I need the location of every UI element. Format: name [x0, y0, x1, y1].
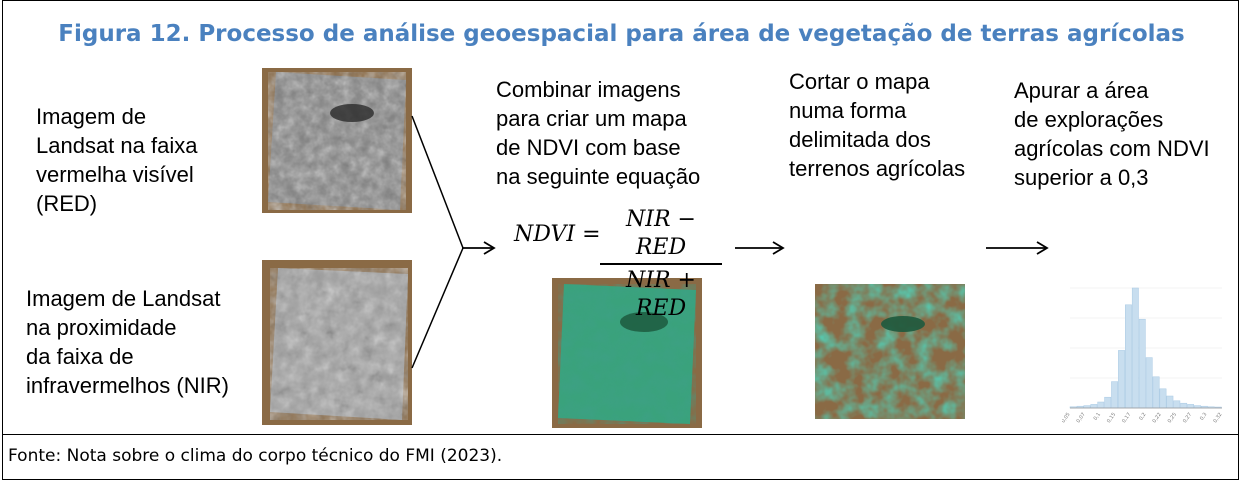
histogram-bar — [1152, 376, 1160, 409]
figure-title: Figura 12. Processo de análise geoespaci… — [58, 21, 1185, 47]
nir-connector-line — [411, 247, 464, 369]
arrow-to-cut-icon — [735, 241, 785, 255]
histogram-bar — [1187, 404, 1195, 409]
red-connector-line — [411, 115, 464, 249]
nir-input-label: Imagem de Landsat na proximidade da faix… — [26, 286, 229, 398]
histogram-bar — [1166, 395, 1174, 409]
equation-numerator: NIR − RED — [626, 207, 696, 260]
footer-divider — [2, 434, 1239, 435]
combine-step-label: Combinar imagens para criar um mapa de N… — [496, 77, 701, 189]
histogram-tick-label: 0,07 — [1076, 412, 1087, 425]
histogram-bar — [1097, 401, 1105, 409]
equation-lhs: NDVI = — [514, 222, 601, 247]
cropped-farmland-map-image — [815, 284, 965, 419]
histogram-tick-label: 0,3 — [1199, 412, 1208, 422]
histogram-tick-label: 0,05 — [1062, 412, 1072, 425]
equation-denominator: NIR + RED — [626, 267, 696, 321]
histogram-tick-label: 0,22 — [1152, 412, 1163, 425]
ndvi-equation: NDVI = NIR − RED NIR + RED — [508, 206, 728, 321]
histogram-tick-label: 0,32 — [1212, 412, 1223, 425]
histogram-bar — [1180, 402, 1188, 409]
histogram-tick-label: 0,15 — [1106, 412, 1117, 425]
red-input-label: Imagem de Landsat na faixa vermelha visí… — [36, 104, 198, 216]
nir-band-satellite-image — [262, 260, 412, 425]
red-band-satellite-image — [262, 68, 412, 213]
source-footnote: Fonte: Nota sobre o clima do corpo técni… — [8, 446, 503, 466]
histogram-bar — [1104, 396, 1112, 409]
histogram-bar — [1131, 287, 1139, 409]
histogram-bar — [1118, 350, 1125, 409]
histogram-bar — [1125, 304, 1132, 409]
cut-step-label: Cortar o mapa numa forma delimitada dos … — [789, 69, 966, 181]
histogram-bar — [1111, 381, 1119, 409]
histogram-bar — [1090, 404, 1098, 409]
histogram-tick-label: 0,25 — [1167, 412, 1178, 425]
histogram-tick-label: 0,17 — [1121, 412, 1132, 425]
arrow-to-measure-icon — [986, 241, 1049, 255]
histogram-bar — [1145, 357, 1153, 409]
histogram-bar — [1159, 388, 1167, 409]
histogram-bar — [1138, 318, 1146, 409]
histogram-bar — [1173, 400, 1181, 409]
ndvi-histogram: 0,05 0,07 0,1 0,15 0,17 0,2 0,22 0,25 0,27 0,3 0,3… — [1062, 287, 1224, 425]
histogram-tick-label: 0,2 — [1138, 412, 1147, 422]
histogram-tick-label: 0,1 — [1093, 412, 1102, 422]
fraction-bar — [600, 263, 722, 265]
histogram-tick-label: 0,27 — [1182, 412, 1193, 425]
arrow-to-equation-icon — [462, 241, 496, 255]
measure-step-label: Apurar a área de explorações agrícolas c… — [1014, 78, 1210, 190]
equation-fraction: NIR − RED NIR + RED — [600, 206, 722, 323]
ndvi-map-image — [552, 278, 702, 428]
